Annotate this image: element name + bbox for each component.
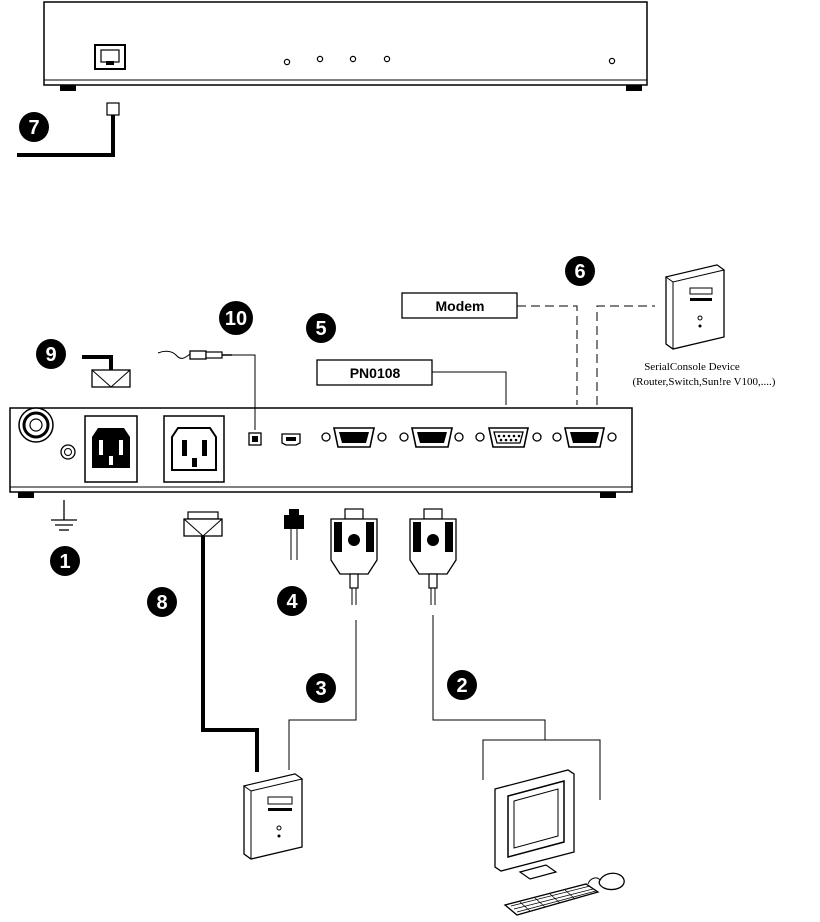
rj45-port-icon bbox=[94, 44, 126, 70]
svg-text:3: 3 bbox=[315, 678, 326, 700]
rear-panel-view bbox=[9, 407, 633, 498]
callout-2: 2 bbox=[447, 670, 477, 700]
callout-8: 8 bbox=[147, 587, 177, 617]
monitor-icon bbox=[494, 769, 575, 880]
callout-7: 7 bbox=[19, 112, 49, 142]
callout-6: 6 bbox=[565, 256, 595, 286]
led-icon bbox=[608, 57, 616, 65]
svg-text:2: 2 bbox=[456, 675, 467, 697]
pn0108-label-box: PN0108 bbox=[316, 359, 433, 386]
modem-label-box: Modem bbox=[401, 292, 518, 319]
usb-plug-icon bbox=[284, 509, 304, 560]
vga-cable-icon bbox=[330, 508, 378, 605]
serial-device-caption-line2: (Router,Switch,Sun!re V100,....) bbox=[633, 376, 776, 388]
power-outlet-icon bbox=[163, 415, 225, 483]
ground-terminal-icon bbox=[60, 444, 76, 460]
svg-text:8: 8 bbox=[156, 592, 167, 614]
db9-port-icon bbox=[475, 427, 542, 448]
serial-console-device-icon bbox=[664, 264, 726, 350]
svg-text:9: 9 bbox=[45, 344, 56, 366]
rear-foot-left bbox=[18, 492, 34, 498]
front-foot-left bbox=[60, 85, 76, 91]
ground-symbol bbox=[51, 500, 77, 531]
callout-5: 5 bbox=[306, 313, 336, 343]
svg-text:6: 6 bbox=[574, 261, 585, 283]
cable-3-line bbox=[288, 620, 357, 770]
power-cord-plug-icon bbox=[183, 511, 259, 772]
svg-text:1: 1 bbox=[59, 551, 70, 573]
led-icon bbox=[349, 55, 357, 63]
audio-plug-icon bbox=[157, 350, 256, 430]
tower-pc-icon bbox=[242, 773, 304, 860]
lan-cable bbox=[17, 102, 120, 157]
led-icon bbox=[316, 55, 324, 63]
front-chassis bbox=[43, 1, 648, 86]
vga-port-icon bbox=[321, 427, 387, 448]
svg-text:5: 5 bbox=[315, 318, 326, 340]
led-icon bbox=[283, 58, 291, 66]
svg-text:4: 4 bbox=[286, 591, 298, 613]
keyboard-icon bbox=[503, 883, 600, 916]
svg-text:10: 10 bbox=[225, 308, 247, 330]
rear-foot-right bbox=[600, 492, 616, 498]
svg-text:7: 7 bbox=[28, 117, 39, 139]
modem-dashed-lines bbox=[517, 305, 655, 405]
power-cord-plug-icon bbox=[82, 355, 131, 388]
vga-cable-icon bbox=[409, 508, 457, 605]
callout-3: 3 bbox=[306, 673, 336, 703]
vga-port-icon bbox=[399, 427, 464, 448]
pn0108-label: PN0108 bbox=[350, 365, 401, 381]
callout-10: 10 bbox=[219, 301, 253, 335]
callout-9: 9 bbox=[36, 339, 66, 369]
dc-jack-icon bbox=[248, 432, 262, 446]
mouse-icon bbox=[587, 872, 625, 891]
mini-usb-port-icon bbox=[281, 433, 301, 446]
power-switch-icon bbox=[18, 407, 54, 443]
front-panel-view bbox=[43, 1, 648, 91]
power-socket-icon bbox=[84, 415, 138, 483]
pn0108-line bbox=[432, 371, 507, 405]
cable-2-line bbox=[432, 615, 546, 740]
modem-label: Modem bbox=[436, 298, 485, 314]
led-icon bbox=[383, 55, 391, 63]
cable-2-split bbox=[482, 739, 601, 800]
callout-4: 4 bbox=[277, 586, 307, 616]
db9-port-icon bbox=[552, 427, 617, 448]
front-foot-right bbox=[626, 85, 642, 91]
callout-1: 1 bbox=[50, 546, 80, 576]
serial-device-caption-line1: SerialConsole Device bbox=[644, 361, 740, 373]
